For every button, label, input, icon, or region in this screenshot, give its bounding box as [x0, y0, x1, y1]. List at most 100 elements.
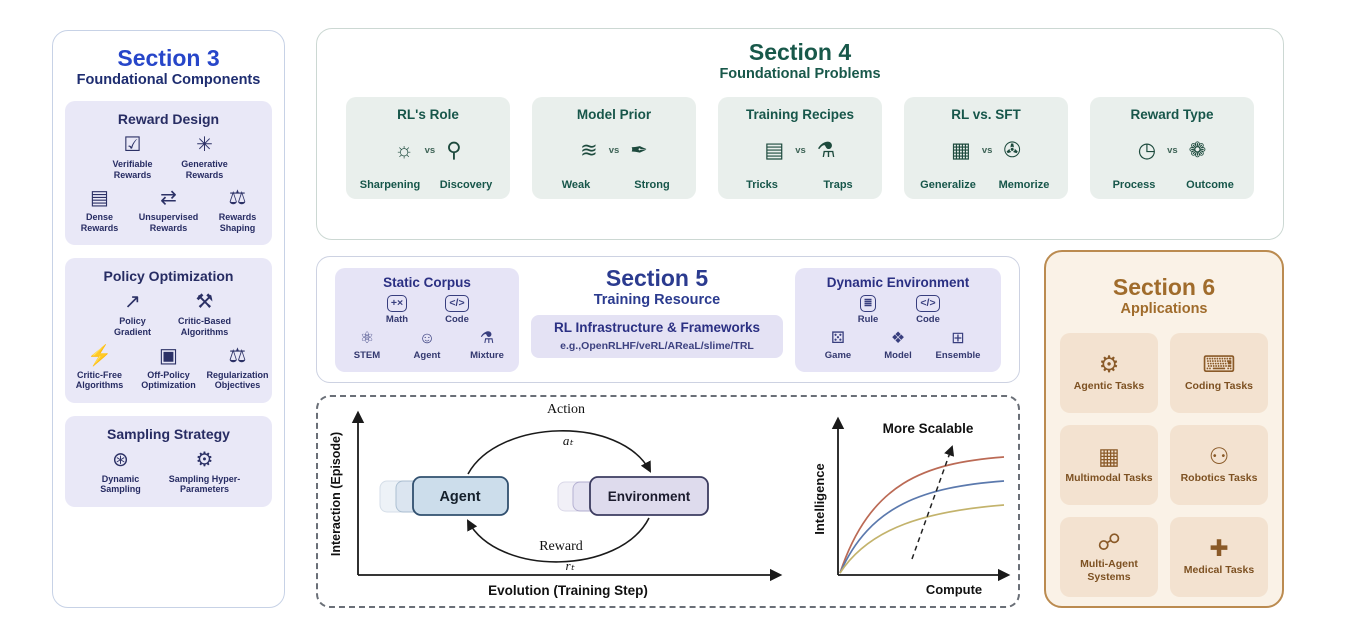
vs-label: vs [981, 145, 993, 156]
application-label: Robotics Tasks [1180, 472, 1258, 485]
section4-panel: Section 4 Foundational Problems RL's Rol… [316, 28, 1284, 240]
item-label: Dynamic Sampling [100, 473, 141, 495]
card-options: Generalize Memorize [910, 179, 1062, 191]
molecule-icon: ⚛ [359, 330, 375, 348]
globe-icon: ⊛ [112, 448, 129, 471]
group-row: ↗ Policy Gradient ⚒ Critic-Based Algorit… [68, 292, 269, 337]
item-label: Critic-Based Algorithms [177, 316, 231, 338]
environment-box [589, 476, 709, 516]
item-label: STEM [353, 349, 381, 361]
application-card-robotics: ⚇ Robotics Tasks [1170, 425, 1268, 505]
section6-title: Section 6 [1112, 274, 1216, 300]
list-item: ☺ Agent [403, 330, 451, 361]
group-title: Policy Optimization [103, 268, 234, 285]
robot-icon: ⚇ [1208, 443, 1230, 470]
coding-doc-icon: ⌨ [1202, 351, 1236, 378]
vs-label: vs [608, 145, 620, 156]
right-option-label: Outcome [1186, 179, 1234, 191]
left-option-label: Generalize [920, 179, 976, 191]
magnifier-icon: ⚲ [446, 139, 462, 162]
item-label: Agent [413, 349, 441, 361]
compute-axis-label: Compute [926, 582, 982, 597]
recipe-book-icon: ▤ [764, 139, 785, 162]
card-title: Training Recipes [745, 107, 855, 122]
wrench-gear-icon: ⚙ [195, 448, 214, 471]
action-arrow [467, 430, 651, 475]
application-label: Multimodal Tasks [1065, 472, 1153, 485]
problem-card-training-recipes: Training Recipes ▤ vs ⚗ Tricks Traps [718, 97, 882, 199]
section5-title: Section 5 [605, 265, 709, 291]
corpus-row: ⚛ STEM ☺ Agent ⚗ Mixture [339, 330, 515, 361]
layers-icon: ≋ [580, 139, 598, 162]
vs-label: vs [1167, 145, 1178, 156]
list-item: ⚒ Critic-Based Algorithms [172, 292, 238, 337]
loop-svg: Interaction (Episode) Evolution (Trainin… [329, 402, 1011, 598]
code-icon: </> [445, 295, 469, 313]
section4-title: Section 4 [748, 39, 852, 65]
curve-middle [839, 480, 1005, 574]
infrastructure-title: RL Infrastructure & Frameworks [553, 320, 761, 335]
gavel-icon: ⚒ [195, 291, 214, 314]
list-item: ⚄ Game [814, 330, 862, 361]
megaphone-icon: ✳ [196, 134, 213, 156]
map-icon: ▦ [950, 139, 971, 162]
multimodal-icon: ▦ [1098, 443, 1120, 470]
scaling-trend-arrow [911, 445, 955, 560]
reward-design-group: Reward Design ☑ Verifiable Rewards ✳ Gen… [65, 101, 272, 246]
card-title: RL vs. SFT [951, 107, 1021, 122]
lightbulb-icon: ☼ [394, 139, 414, 162]
application-label: Medical Tasks [1183, 564, 1255, 577]
item-label: Generative Rewards [181, 159, 228, 180]
application-card-medical: ✚ Medical Tasks [1170, 517, 1268, 597]
item-label: Mixture [470, 349, 504, 361]
list-item: ⚖ Rewards Shaping [206, 188, 269, 233]
section3-subtitle: Foundational Components [76, 72, 261, 88]
lightning-icon: ⚡ [87, 344, 112, 367]
swap-arrows-icon: ⇄ [160, 187, 177, 210]
right-option-label: Discovery [439, 179, 493, 191]
problem-card-reward-type: Reward Type ◷ vs ❁ Process Outcome [1090, 97, 1254, 199]
list-item: ⚡ Critic-Free Algorithms [68, 344, 131, 391]
reward-symbol: rₜ [566, 558, 576, 573]
policy-optimization-group: Policy Optimization ↗ Policy Gradient ⚒ … [65, 258, 272, 403]
model-network-icon: ❖ [890, 330, 906, 348]
left-option-label: Sharpening [359, 179, 421, 191]
list-item: ☑ Verifiable Rewards [100, 135, 166, 180]
x-axis-label: Evolution (Training Step) [488, 583, 648, 598]
item-label: Unsupervised Rewards [138, 212, 199, 233]
application-card-multimodal: ▦ Multimodal Tasks [1060, 425, 1158, 505]
intelligence-axis-label: Intelligence [812, 463, 827, 535]
application-card-agentic: ⚙ Agentic Tasks [1060, 333, 1158, 413]
problem-card-model-prior: Model Prior ≋ vs ✒ Weak Strong [532, 97, 696, 199]
list-item: +× Math [373, 295, 421, 325]
card-options: Process Outcome [1096, 179, 1248, 191]
section5-subtitle: Training Resource [593, 292, 721, 308]
action-symbol: aₜ [563, 433, 575, 448]
list-item: ✳ Generative Rewards [172, 135, 238, 180]
item-label: Off-Policy Optimization [141, 369, 196, 391]
multi-agent-icon: ☍ [1097, 529, 1121, 556]
card-options: Weak Strong [538, 179, 690, 191]
item-label: Model [884, 349, 912, 361]
card-options: Sharpening Discovery [352, 179, 504, 191]
list-item: ⚗ Mixture [463, 330, 511, 361]
y-axis-label: Interaction (Episode) [329, 432, 343, 556]
gamepad-icon: ⚄ [831, 330, 845, 348]
list-item: ⊛ Dynamic Sampling [88, 448, 154, 495]
group-title: Sampling Strategy [107, 425, 230, 442]
medical-cross-icon: ✚ [1209, 535, 1229, 562]
applications-grid: ⚙ Agentic Tasks ⌨ Coding Tasks ▦ Multimo… [1046, 333, 1282, 597]
document-lines-icon: ▤ [90, 187, 109, 210]
right-option-label: Strong [634, 179, 670, 191]
card-icons: ◷ vs ❁ [1138, 122, 1207, 179]
list-item: ▣ Off-Policy Optimization [137, 345, 200, 391]
section3-panel: Section 3 Foundational Components Reward… [52, 30, 285, 608]
item-label: Code [445, 314, 469, 326]
list-item: ↗ Policy Gradient [100, 292, 166, 337]
vs-label: vs [424, 145, 436, 156]
left-option-label: Process [1112, 179, 1156, 191]
more-scalable-annotation: More Scalable [883, 421, 974, 436]
right-option-label: Traps [823, 179, 853, 191]
infrastructure-examples: e.g.,OpenRLHF/veRL/AReaL/slime/TRL [560, 339, 754, 352]
environment-label: Environment [608, 489, 691, 504]
